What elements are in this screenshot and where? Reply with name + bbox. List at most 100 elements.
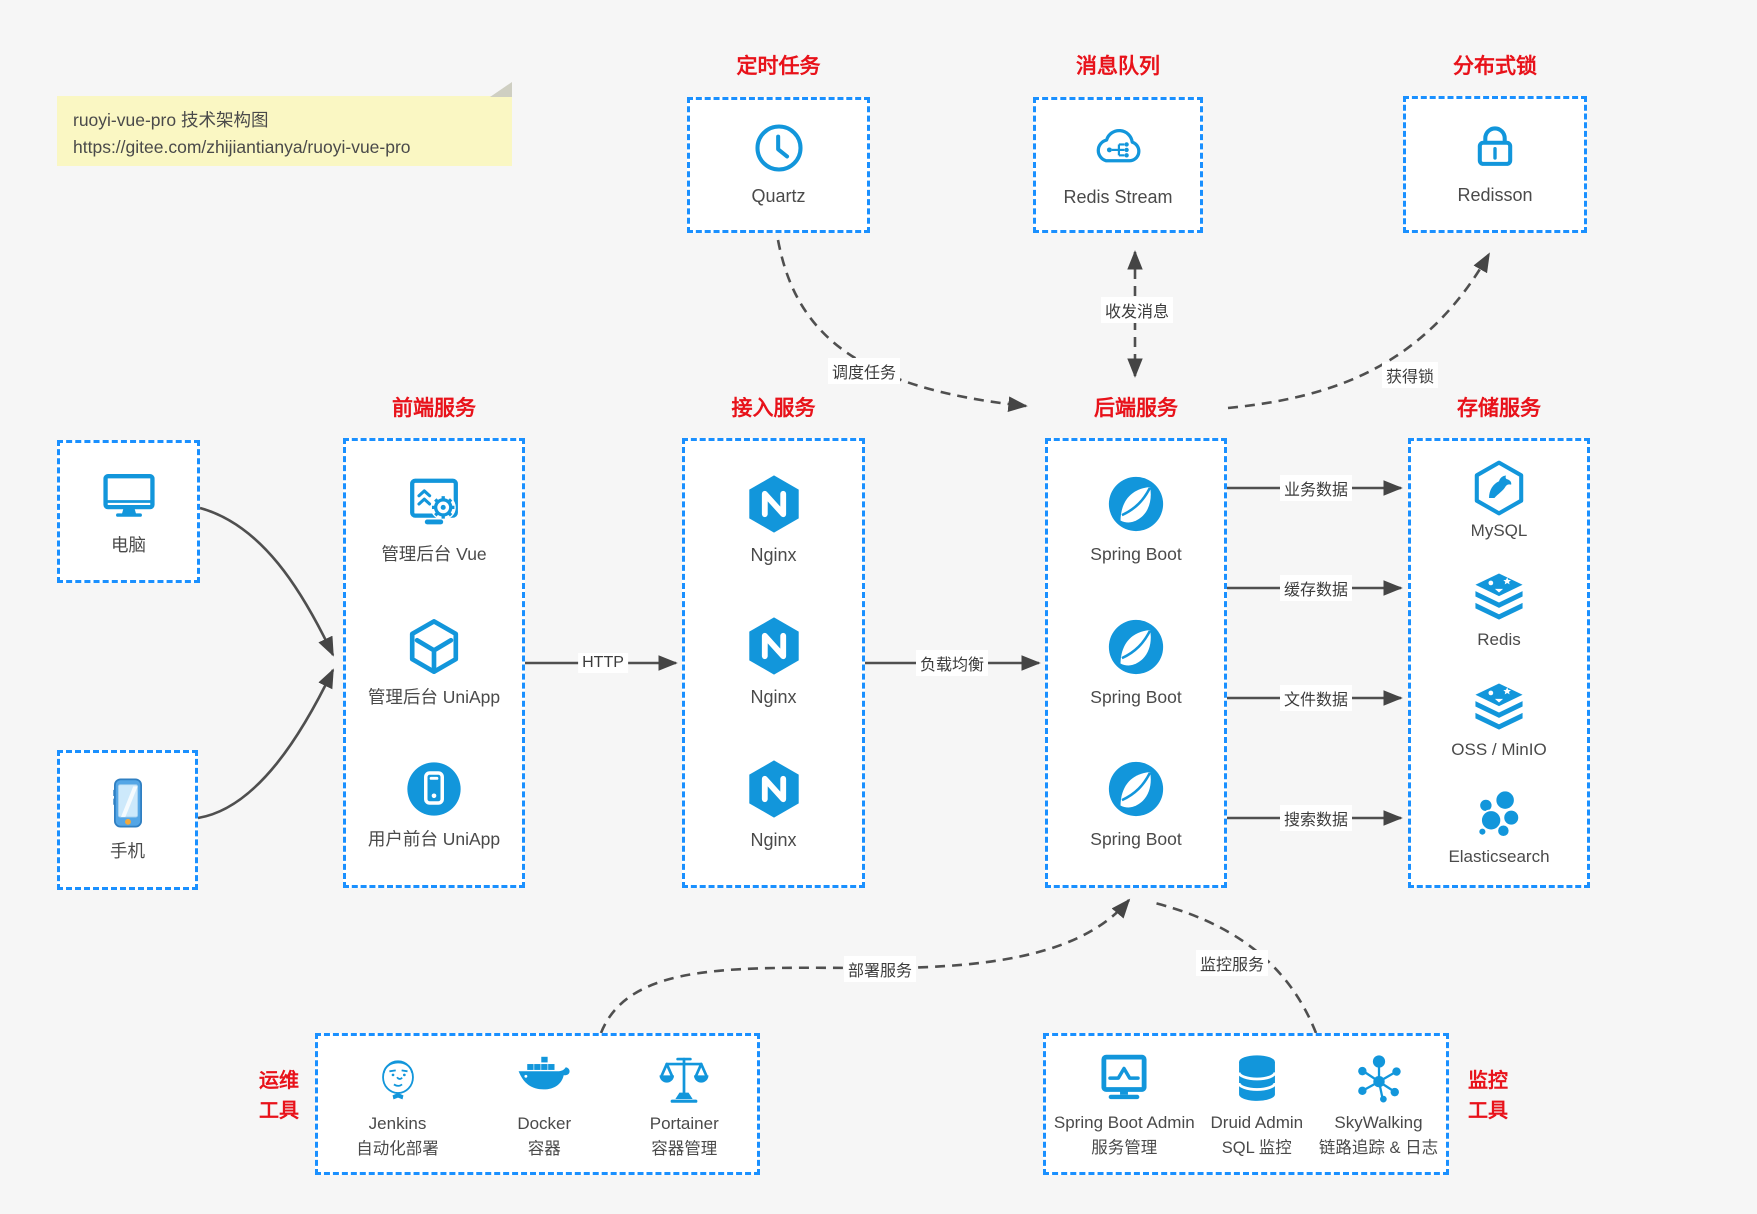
druid-icon bbox=[1237, 1054, 1277, 1101]
node-label: Jenkins bbox=[368, 1113, 427, 1133]
note-fold-corner bbox=[490, 82, 512, 97]
node-label: Nginx bbox=[750, 830, 797, 851]
node-docker: Docker 容器 bbox=[515, 1050, 573, 1159]
note-title: ruoyi-vue-pro 技术架构图 bbox=[73, 110, 269, 130]
redis-icon bbox=[1475, 573, 1523, 621]
side-label-line: 运维 bbox=[259, 1070, 299, 1092]
portainer-icon bbox=[659, 1057, 709, 1103]
side-label-line: 监控 bbox=[1468, 1070, 1508, 1092]
node-user-uniapp: 用户前台 UniApp bbox=[368, 758, 500, 852]
edge-label-send-receive-message: 收发消息 bbox=[1100, 297, 1174, 323]
box-ops-tools: Jenkins 自动化部署 Docker 容器 bbox=[315, 1033, 760, 1175]
lock-icon bbox=[1477, 126, 1513, 167]
node-spring-boot-1: Spring Boot bbox=[1090, 473, 1182, 567]
node-label: Quartz bbox=[751, 185, 806, 206]
box-pc-client: 电脑 bbox=[57, 440, 200, 583]
note-url: https://gitee.com/zhijiantianya/ruoyi-vu… bbox=[73, 137, 411, 158]
node-druid-admin: Druid Admin SQL 监控 bbox=[1211, 1051, 1303, 1158]
node-label: 管理后台 UniApp bbox=[367, 686, 501, 707]
uniapp-user-icon bbox=[407, 762, 461, 817]
edge-label-file-data: 文件数据 bbox=[1279, 685, 1353, 711]
node-label: 用户前台 UniApp bbox=[367, 829, 501, 850]
spring-boot-icon bbox=[1108, 762, 1164, 817]
edge-label-http: HTTP bbox=[578, 653, 628, 673]
edge-label-schedule-task: 调度任务 bbox=[827, 358, 901, 384]
side-label-line: 工具 bbox=[1468, 1100, 1508, 1122]
spring-boot-icon bbox=[1108, 477, 1164, 532]
sticky-note: ruoyi-vue-pro 技术架构图 https://gitee.com/zh… bbox=[57, 82, 512, 166]
box-access-services: Nginx Nginx Nginx bbox=[682, 438, 865, 888]
node-label: Portainer bbox=[649, 1113, 719, 1133]
node-spring-boot-admin: Spring Boot Admin 服务管理 bbox=[1054, 1051, 1195, 1158]
node-redis: Redis bbox=[1470, 568, 1528, 650]
box-mobile-client: 手机 bbox=[57, 750, 198, 890]
nginx-icon bbox=[748, 475, 799, 533]
nginx-icon bbox=[748, 617, 799, 676]
monitor-tools-side-label: 监控 工具 bbox=[1459, 1066, 1517, 1126]
node-spring-boot-3: Spring Boot bbox=[1090, 758, 1182, 852]
mysql-icon bbox=[1474, 460, 1524, 516]
node-label: Redisson bbox=[1457, 185, 1533, 206]
node-admin-vue: 管理后台 Vue bbox=[381, 473, 487, 567]
spring-boot-icon bbox=[1108, 619, 1164, 674]
desktop-icon bbox=[102, 474, 155, 518]
node-nginx-2: Nginx bbox=[743, 615, 805, 710]
column-title-storage: 存储服务 bbox=[1457, 397, 1541, 420]
mobile-phone-icon bbox=[112, 778, 142, 828]
group-title-message-queue: 消息队列 bbox=[1076, 55, 1160, 78]
node-label: Nginx bbox=[750, 687, 797, 708]
node-nginx-1: Nginx bbox=[743, 473, 805, 568]
node-label: Docker bbox=[517, 1113, 572, 1133]
edge-label-deploy-service: 部署服务 bbox=[843, 956, 917, 982]
docker-icon bbox=[518, 1056, 570, 1090]
node-sublabel: 自动化部署 bbox=[356, 1140, 439, 1159]
edge-label-acquire-lock: 获得锁 bbox=[1381, 362, 1439, 388]
node-mysql: MySQL bbox=[1470, 459, 1528, 541]
node-sublabel: 链路追踪 & 日志 bbox=[1318, 1139, 1439, 1158]
side-label-line: 工具 bbox=[259, 1100, 299, 1122]
column-title-access: 接入服务 bbox=[731, 397, 816, 420]
node-spring-boot-2: Spring Boot bbox=[1090, 616, 1182, 710]
node-label: 手机 bbox=[110, 841, 145, 862]
spring-boot-admin-icon bbox=[1101, 1054, 1147, 1099]
node-label: OSS / MinIO bbox=[1451, 739, 1547, 759]
node-admin-uniapp: 管理后台 UniApp bbox=[368, 616, 500, 710]
nginx-icon bbox=[748, 760, 799, 818]
node-sublabel: 容器管理 bbox=[651, 1140, 718, 1159]
node-label: Spring Boot bbox=[1090, 686, 1182, 707]
box-redisson: Redisson bbox=[1403, 96, 1587, 233]
node-label: 电脑 bbox=[111, 535, 146, 556]
node-skywalking: SkyWalking 链路追踪 & 日志 bbox=[1319, 1051, 1438, 1158]
node-label: Spring Boot bbox=[1090, 544, 1182, 565]
redis-stream-cloud-icon bbox=[1096, 128, 1141, 163]
edge-label-search-data: 搜索数据 bbox=[1279, 805, 1353, 831]
edge-label-load-balance: 负载均衡 bbox=[915, 650, 989, 676]
node-elasticsearch: Elasticsearch bbox=[1448, 787, 1550, 867]
skywalking-icon bbox=[1357, 1054, 1401, 1103]
edge-label-cache-data: 缓存数据 bbox=[1279, 575, 1353, 601]
ops-tools-side-label: 运维 工具 bbox=[250, 1066, 308, 1126]
node-sublabel: 容器 bbox=[527, 1140, 561, 1159]
clock-icon bbox=[754, 124, 803, 172]
node-label: Redis Stream bbox=[1063, 186, 1173, 207]
group-title-scheduled-tasks: 定时任务 bbox=[736, 55, 821, 78]
node-portainer: Portainer 容器管理 bbox=[650, 1050, 719, 1159]
node-sublabel: 服务管理 bbox=[1091, 1139, 1158, 1158]
node-label: SkyWalking bbox=[1334, 1112, 1423, 1132]
node-label: MySQL bbox=[1470, 520, 1528, 540]
node-nginx-3: Nginx bbox=[743, 758, 805, 853]
node-jenkins: Jenkins 自动化部署 bbox=[356, 1050, 439, 1159]
uniapp-cube-icon bbox=[409, 618, 459, 674]
box-quartz: Quartz bbox=[687, 97, 870, 233]
column-title-backend: 后端服务 bbox=[1094, 397, 1178, 420]
jenkins-icon bbox=[381, 1060, 414, 1099]
box-monitor-tools: Spring Boot Admin 服务管理 Druid Admin SQL 监… bbox=[1043, 1033, 1449, 1175]
box-redis-stream: Redis Stream bbox=[1033, 97, 1203, 233]
edge-label-monitor-service: 监控服务 bbox=[1195, 950, 1269, 976]
node-label: Elasticsearch bbox=[1448, 847, 1550, 867]
oss-minio-icon bbox=[1475, 683, 1523, 730]
elasticsearch-icon bbox=[1477, 790, 1520, 839]
node-label: Nginx bbox=[750, 544, 797, 565]
edge-label-business-data: 业务数据 bbox=[1279, 475, 1353, 501]
